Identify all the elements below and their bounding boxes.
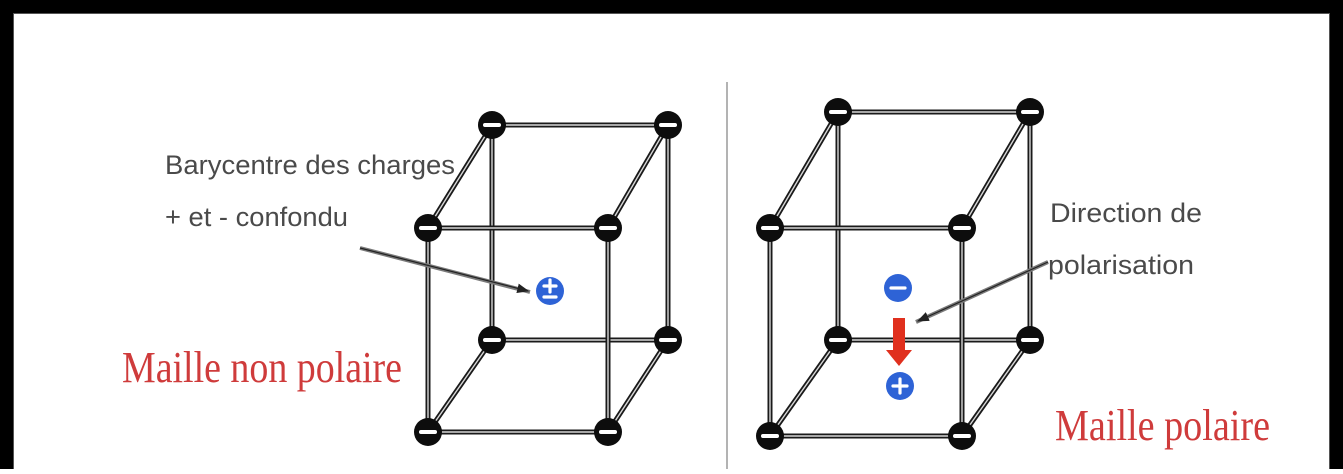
anion-charge xyxy=(948,422,976,450)
anion-charge xyxy=(654,326,682,354)
anion-charge xyxy=(414,418,442,446)
anion-charge xyxy=(1016,98,1044,126)
anion-charge xyxy=(414,214,442,242)
polarisation-label-line1: Direction de xyxy=(1050,198,1202,228)
polarisation-label-line2: polarisation xyxy=(1048,250,1194,280)
right-cube xyxy=(756,98,1048,450)
anion-charge xyxy=(594,214,622,242)
barycentre-label-line2: + et - confondu xyxy=(165,202,348,232)
anion-charge xyxy=(948,214,976,242)
anion-charge xyxy=(756,422,784,450)
anion-charge xyxy=(1016,326,1044,354)
anion-charge xyxy=(478,326,506,354)
negative-barycentre-charge xyxy=(884,274,912,302)
barycentre-pointer xyxy=(360,248,530,292)
left-panel-title: Maille non polaire xyxy=(122,343,402,392)
anion-charge xyxy=(756,214,784,242)
anion-charge xyxy=(654,111,682,139)
barycentre-label-line1: Barycentre des charges xyxy=(165,150,455,180)
right-panel-title: Maille polaire xyxy=(1055,401,1270,450)
barycentre-charge xyxy=(536,277,564,305)
anion-charge xyxy=(594,418,622,446)
anion-charge xyxy=(478,111,506,139)
anion-charge xyxy=(824,98,852,126)
anion-charge xyxy=(824,326,852,354)
positive-barycentre-charge xyxy=(886,372,914,400)
